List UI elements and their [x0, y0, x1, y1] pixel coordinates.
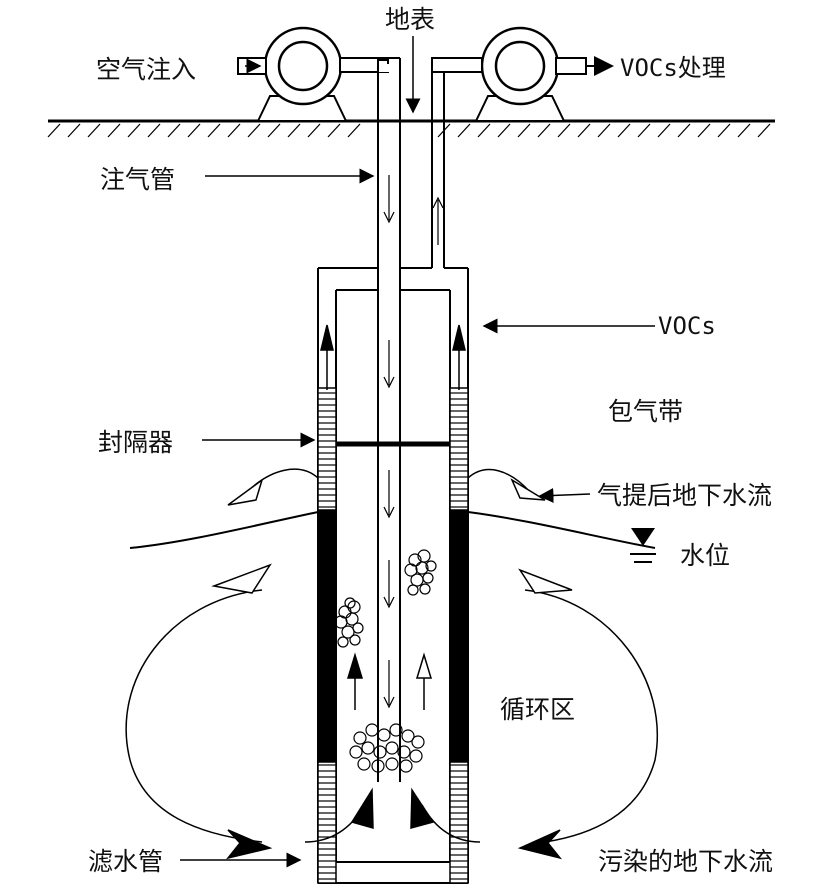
screen-pipe-label: 滤水管 — [88, 847, 163, 876]
inner-up-arrows — [346, 652, 433, 710]
air-injection-blower-icon — [237, 26, 389, 122]
voc-treatment-blower-icon — [431, 26, 614, 122]
stripped-groundwater-label: 气提后地下水流 — [597, 481, 772, 510]
injection-pipe — [377, 57, 401, 782]
upper-screen-left — [317, 387, 337, 511]
upper-screen-right — [449, 387, 469, 511]
packer-label: 封隔器 — [98, 428, 173, 457]
well-casing — [317, 267, 469, 884]
extraction-pipe — [431, 57, 482, 268]
lower-screen-left — [317, 761, 337, 884]
circulation-zone-label: 循环区 — [500, 695, 575, 724]
ground-surface-label: 地表 — [385, 5, 435, 34]
solid-casing-right — [450, 510, 468, 762]
solid-casing-left — [318, 510, 336, 762]
stripped-flow-arrows — [227, 468, 546, 506]
voc-treatment-label: VOCs处理 — [620, 54, 726, 82]
ground-surface — [47, 119, 775, 138]
circulation-arcs — [125, 563, 659, 843]
air-injection-label: 空气注入 — [96, 55, 196, 84]
injection-pipe-label: 注气管 — [100, 165, 175, 194]
lower-screen-right — [449, 761, 469, 884]
annulus-up-arrows — [320, 324, 466, 390]
vadose-zone-label: 包气带 — [608, 397, 683, 426]
water-table-label: 水位 — [680, 541, 730, 570]
inflow-arrows — [226, 787, 562, 860]
air-bubble-cluster — [334, 549, 437, 773]
contaminated-groundwater-label: 污染的地下水流 — [598, 847, 773, 876]
water-table-line — [129, 511, 656, 563]
vocs-label: VOCs — [658, 312, 716, 340]
pointer-lines — [180, 36, 655, 868]
